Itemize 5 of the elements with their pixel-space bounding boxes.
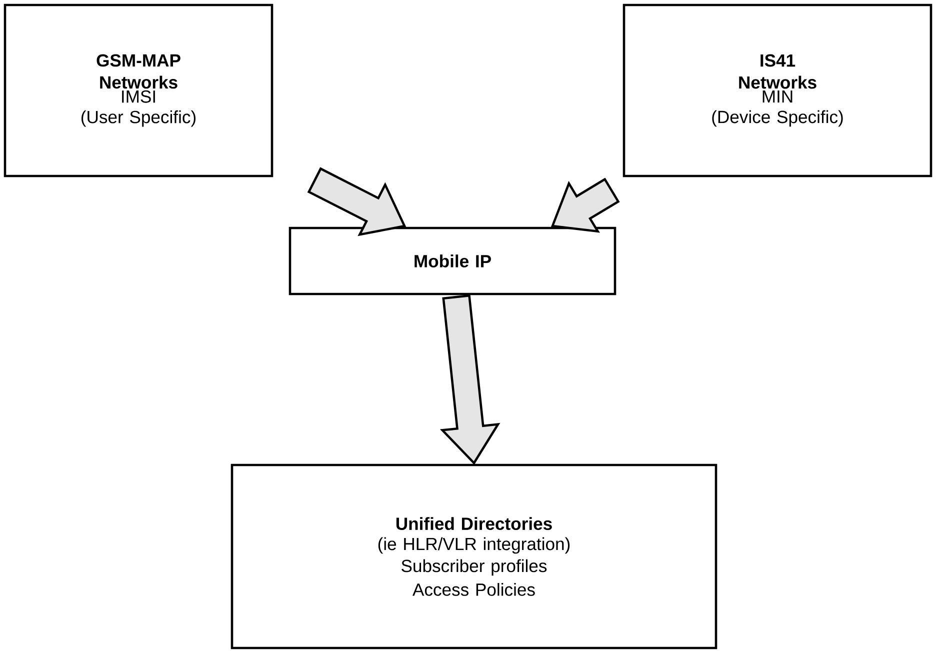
- text-box: IS41 Networks MIN (Device Specific): [622, 4, 932, 178]
- text-box: Mobile IP: [288, 226, 616, 296]
- block-arrow: [440, 294, 500, 465]
- text-box: GSM-MAP Networks IMSI (User Specific): [4, 4, 274, 178]
- text-box: Unified Directories (ie HLR/VLR integration) Subscriber profiles Access Policies: [230, 464, 718, 650]
